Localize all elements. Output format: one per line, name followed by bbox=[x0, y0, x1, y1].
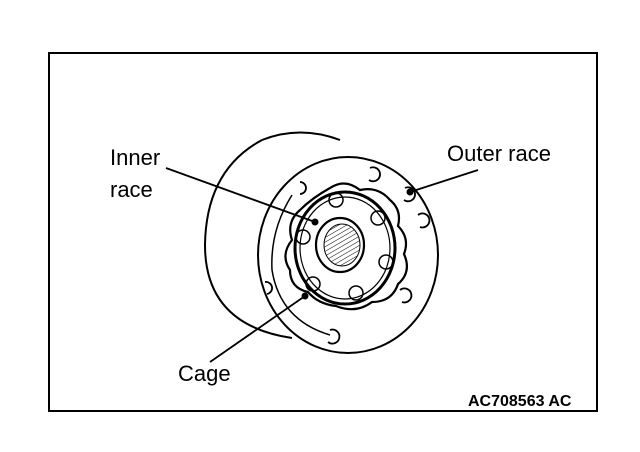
figure-frame bbox=[48, 52, 598, 412]
outer-race-face bbox=[257, 156, 439, 354]
outer-race-label: Outer race bbox=[447, 141, 551, 166]
bolt-hole bbox=[399, 287, 413, 304]
bolt-hole bbox=[327, 328, 341, 345]
inner-race-label-line2: race bbox=[110, 177, 153, 202]
bolt-hole bbox=[417, 212, 431, 229]
bolt-hole bbox=[264, 281, 273, 295]
bolt-holes bbox=[264, 166, 431, 345]
cage-label: Cage bbox=[178, 361, 231, 386]
cage-balls bbox=[295, 192, 394, 301]
cage-ring-inner bbox=[299, 196, 391, 300]
inner-race-splines bbox=[323, 223, 361, 267]
outer-race-leader bbox=[409, 169, 479, 193]
outer-housing-body bbox=[203, 139, 293, 339]
inner-race-label-line1: Inner bbox=[110, 145, 161, 170]
bolt-hole bbox=[299, 181, 307, 195]
figure-code: AC708563 AC bbox=[468, 393, 572, 410]
cage-leader bbox=[209, 295, 306, 363]
inner-race bbox=[314, 216, 366, 274]
inner-race-leader bbox=[165, 167, 316, 223]
outer-race-rim bbox=[271, 194, 331, 336]
cage-ring bbox=[293, 190, 397, 306]
bolt-hole bbox=[403, 186, 416, 203]
bolt-hole bbox=[368, 166, 381, 183]
outer-housing-top-edge bbox=[261, 131, 341, 141]
outer-race-track bbox=[284, 182, 409, 311]
